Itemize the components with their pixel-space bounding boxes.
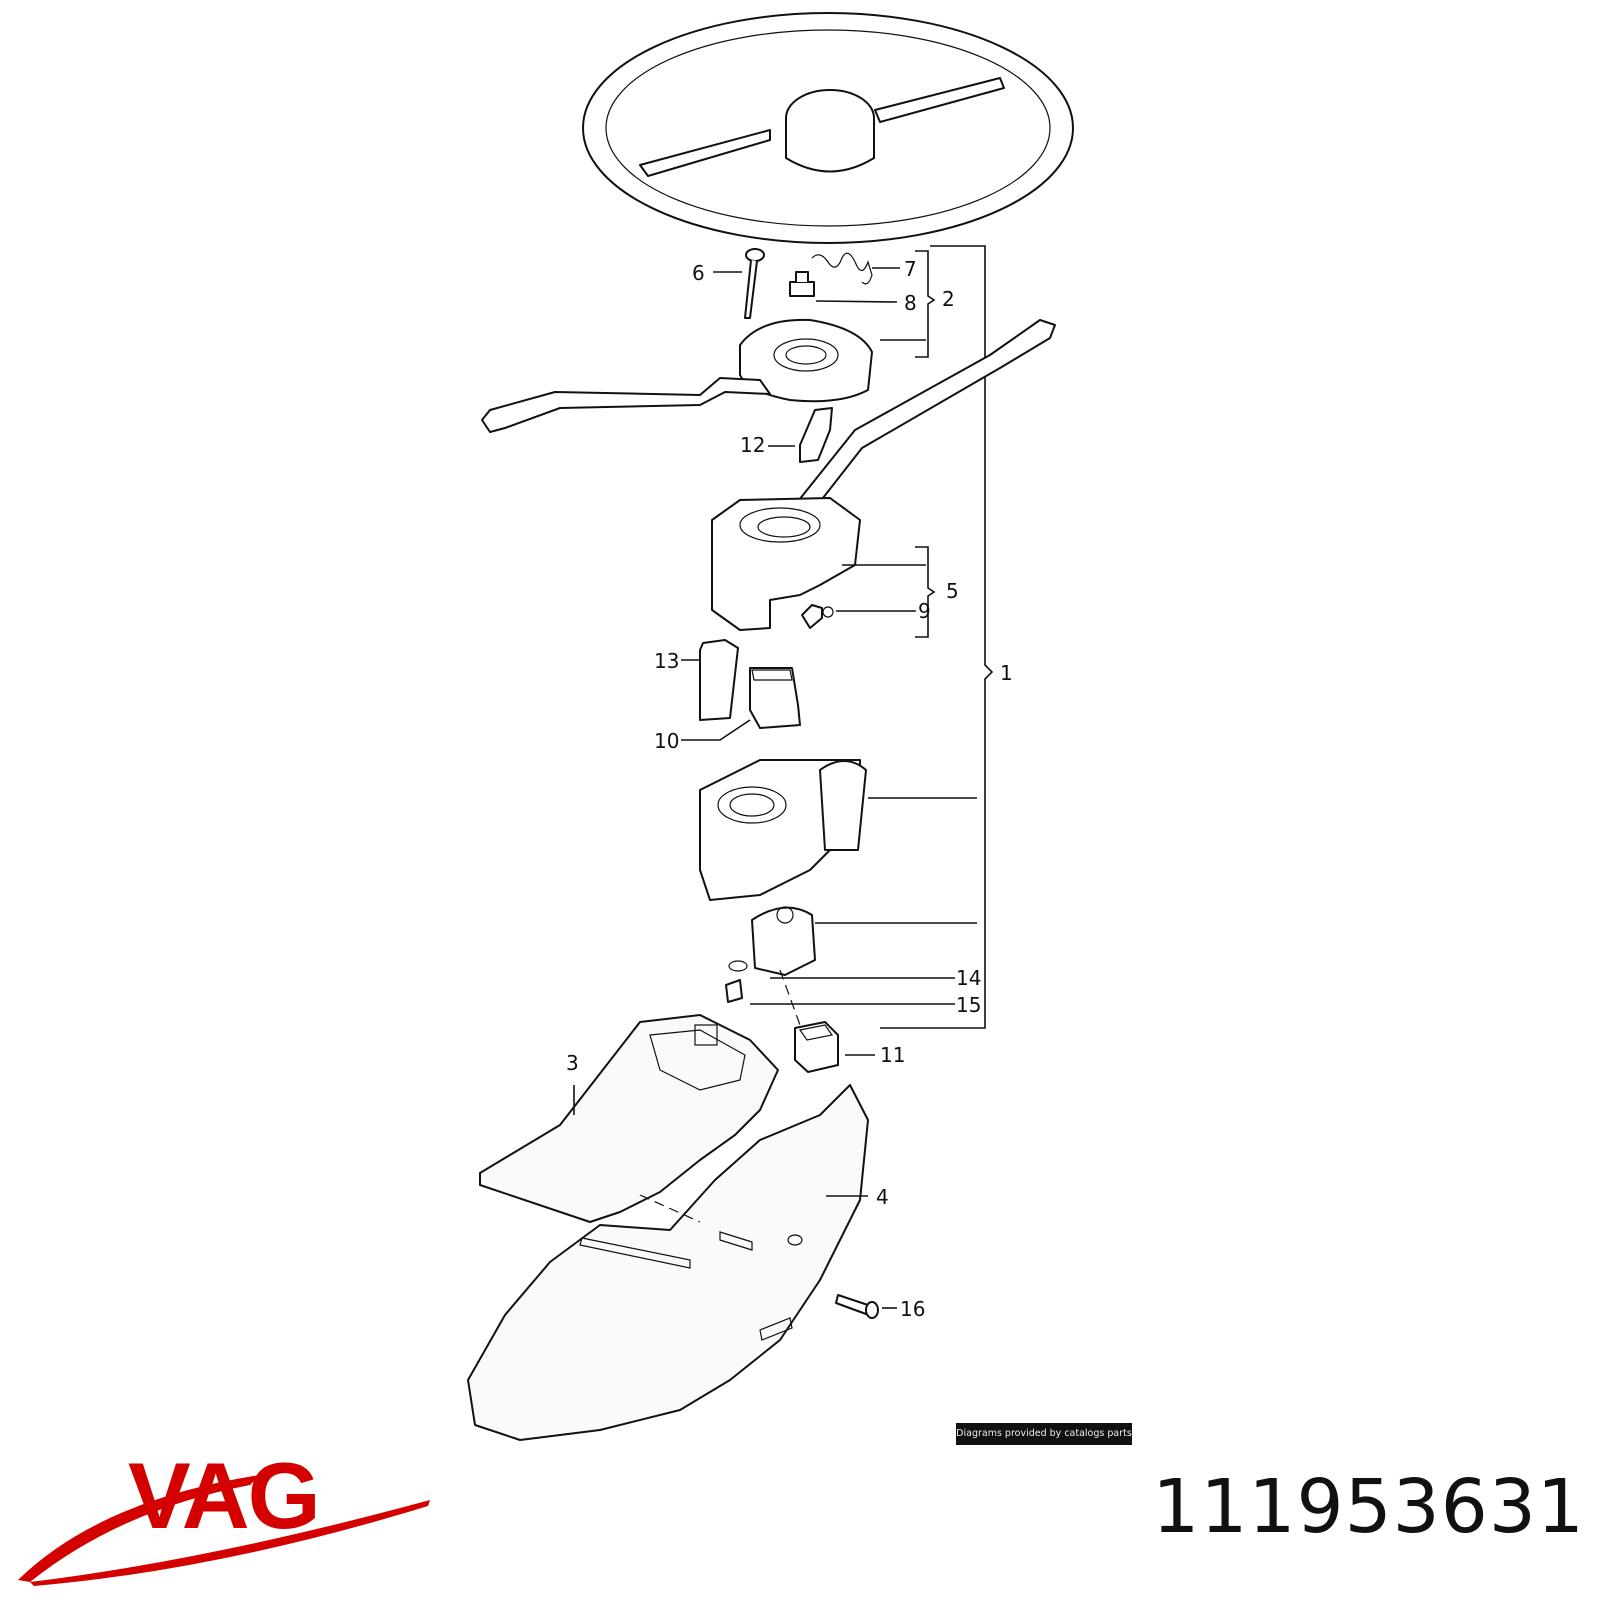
callout-5: 5 xyxy=(946,579,959,603)
steering-wheel xyxy=(582,12,1074,244)
brand-swoosh-icon xyxy=(18,1475,430,1586)
callout-15: 15 xyxy=(956,993,981,1017)
callout-12: 12 xyxy=(740,433,765,457)
part-16-screw xyxy=(835,1294,897,1319)
part-9-clip xyxy=(801,604,916,629)
part-8-clip xyxy=(789,271,898,303)
callout-3: 3 xyxy=(566,1051,579,1075)
part-14-washer xyxy=(728,960,955,979)
part-7-spring xyxy=(811,252,873,285)
ignition-switch xyxy=(751,906,977,976)
alignment-line xyxy=(639,1194,701,1223)
callout-1: 1 xyxy=(1000,661,1013,685)
part-5-switch-body xyxy=(711,497,926,631)
callout-11: 11 xyxy=(880,1043,905,1067)
part-2-switch-ring xyxy=(739,318,926,403)
callout-13: 13 xyxy=(654,649,679,673)
part-13-cap xyxy=(681,639,739,721)
bracket-1 xyxy=(880,245,994,1029)
part-number: 111953631 xyxy=(1152,1464,1585,1550)
part-11-connector xyxy=(794,1021,875,1073)
brand-logo: VAG xyxy=(128,1443,321,1548)
right-stalk xyxy=(794,319,1056,513)
callout-14: 14 xyxy=(956,966,981,990)
part-15-bolt xyxy=(725,979,955,1005)
part-3-upper-shroud xyxy=(479,1014,779,1223)
callout-16: 16 xyxy=(900,1297,925,1321)
diagram-credit: Diagrams provided by catalogs parts xyxy=(956,1423,1132,1445)
left-stalk xyxy=(481,377,771,433)
callout-4: 4 xyxy=(876,1185,889,1209)
callout-7: 7 xyxy=(904,257,917,281)
callout-6: 6 xyxy=(692,261,705,285)
callout-10: 10 xyxy=(654,729,679,753)
callout-2: 2 xyxy=(942,287,955,311)
part-6-screw xyxy=(713,248,765,319)
callout-9: 9 xyxy=(918,599,931,623)
bracket-2 xyxy=(915,250,936,358)
bracket-5 xyxy=(915,546,936,638)
alignment-line xyxy=(779,969,801,1026)
part-10-cap xyxy=(681,667,801,741)
part-12-rocker xyxy=(768,407,833,463)
part-4-lower-shroud xyxy=(467,1084,869,1441)
steering-lock-housing xyxy=(699,759,977,901)
callout-8: 8 xyxy=(904,291,917,315)
